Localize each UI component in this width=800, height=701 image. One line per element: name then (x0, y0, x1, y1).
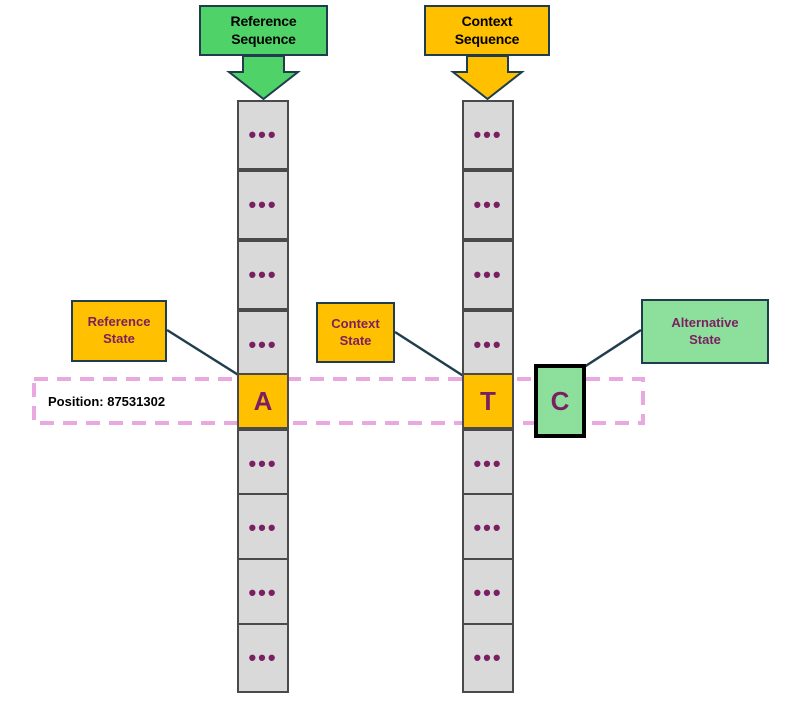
context-state-callout: Context State (316, 302, 395, 363)
alternative-state-cell: C (534, 364, 586, 438)
ellipsis-glyph: ••• (473, 121, 503, 147)
position-label-text: Position: 87531302 (48, 394, 166, 409)
ellipsis-glyph: ••• (473, 579, 503, 605)
context-sequence-label: Context Sequence (454, 13, 520, 47)
alternative-state-callout: Alternative State (641, 299, 769, 364)
ellipsis-glyph: ••• (473, 191, 503, 217)
ellipsis-glyph: ••• (248, 191, 278, 217)
ellipsis-glyph: ••• (473, 331, 503, 357)
alternative-state-value: C (550, 385, 570, 416)
context-cell-6: ••• (462, 493, 514, 563)
reference-sequence-box: Reference Sequence (199, 5, 328, 56)
reference-state-cell: A (237, 373, 289, 429)
reference-cell-2: ••• (237, 240, 289, 310)
context-cell-8: ••• (462, 623, 514, 693)
context-sequence-box: Context Sequence (424, 5, 550, 56)
reference-sequence-label: Reference Sequence (230, 13, 297, 47)
ellipsis-glyph: ••• (473, 450, 503, 476)
context-cell-5: ••• (462, 429, 514, 499)
reference-state-callout: Reference State (71, 300, 167, 362)
alternative-state-callout-label: Alternative State (671, 314, 739, 347)
ellipsis-glyph: ••• (248, 579, 278, 605)
ellipsis-glyph: ••• (473, 514, 503, 540)
reference-state-value: A (253, 385, 273, 416)
ellipsis-glyph: ••• (248, 121, 278, 147)
reference-sequence-arrow-icon (226, 55, 301, 101)
position-highlight-region (32, 377, 645, 425)
ellipsis-glyph: ••• (473, 261, 503, 287)
context-state-cell: T (462, 373, 514, 429)
reference-cell-0: ••• (237, 100, 289, 170)
context-state-callout-label: Context State (331, 315, 380, 348)
reference-cell-3: ••• (237, 310, 289, 380)
ellipsis-glyph: ••• (248, 450, 278, 476)
ellipsis-glyph: ••• (473, 644, 503, 670)
ellipsis-glyph: ••• (248, 644, 278, 670)
ellipsis-glyph: ••• (248, 331, 278, 357)
context-state-value: T (480, 385, 496, 416)
context-cell-0: ••• (462, 100, 514, 170)
reference-cell-8: ••• (237, 623, 289, 693)
reference-cell-7: ••• (237, 558, 289, 628)
reference-cell-1: ••• (237, 170, 289, 240)
context-cell-7: ••• (462, 558, 514, 628)
context-cell-3: ••• (462, 310, 514, 380)
reference-state-callout-label: Reference State (87, 314, 151, 346)
context-cell-1: ••• (462, 170, 514, 240)
position-label: Position: 87531302 (48, 394, 165, 409)
reference-cell-5: ••• (237, 429, 289, 499)
connector-alternative-state (577, 328, 642, 373)
ellipsis-glyph: ••• (248, 514, 278, 540)
connector-reference-state (166, 328, 241, 378)
reference-cell-6: ••• (237, 493, 289, 563)
connector-context-state (394, 330, 466, 379)
ellipsis-glyph: ••• (248, 261, 278, 287)
context-cell-2: ••• (462, 240, 514, 310)
context-sequence-arrow-icon (450, 55, 525, 101)
